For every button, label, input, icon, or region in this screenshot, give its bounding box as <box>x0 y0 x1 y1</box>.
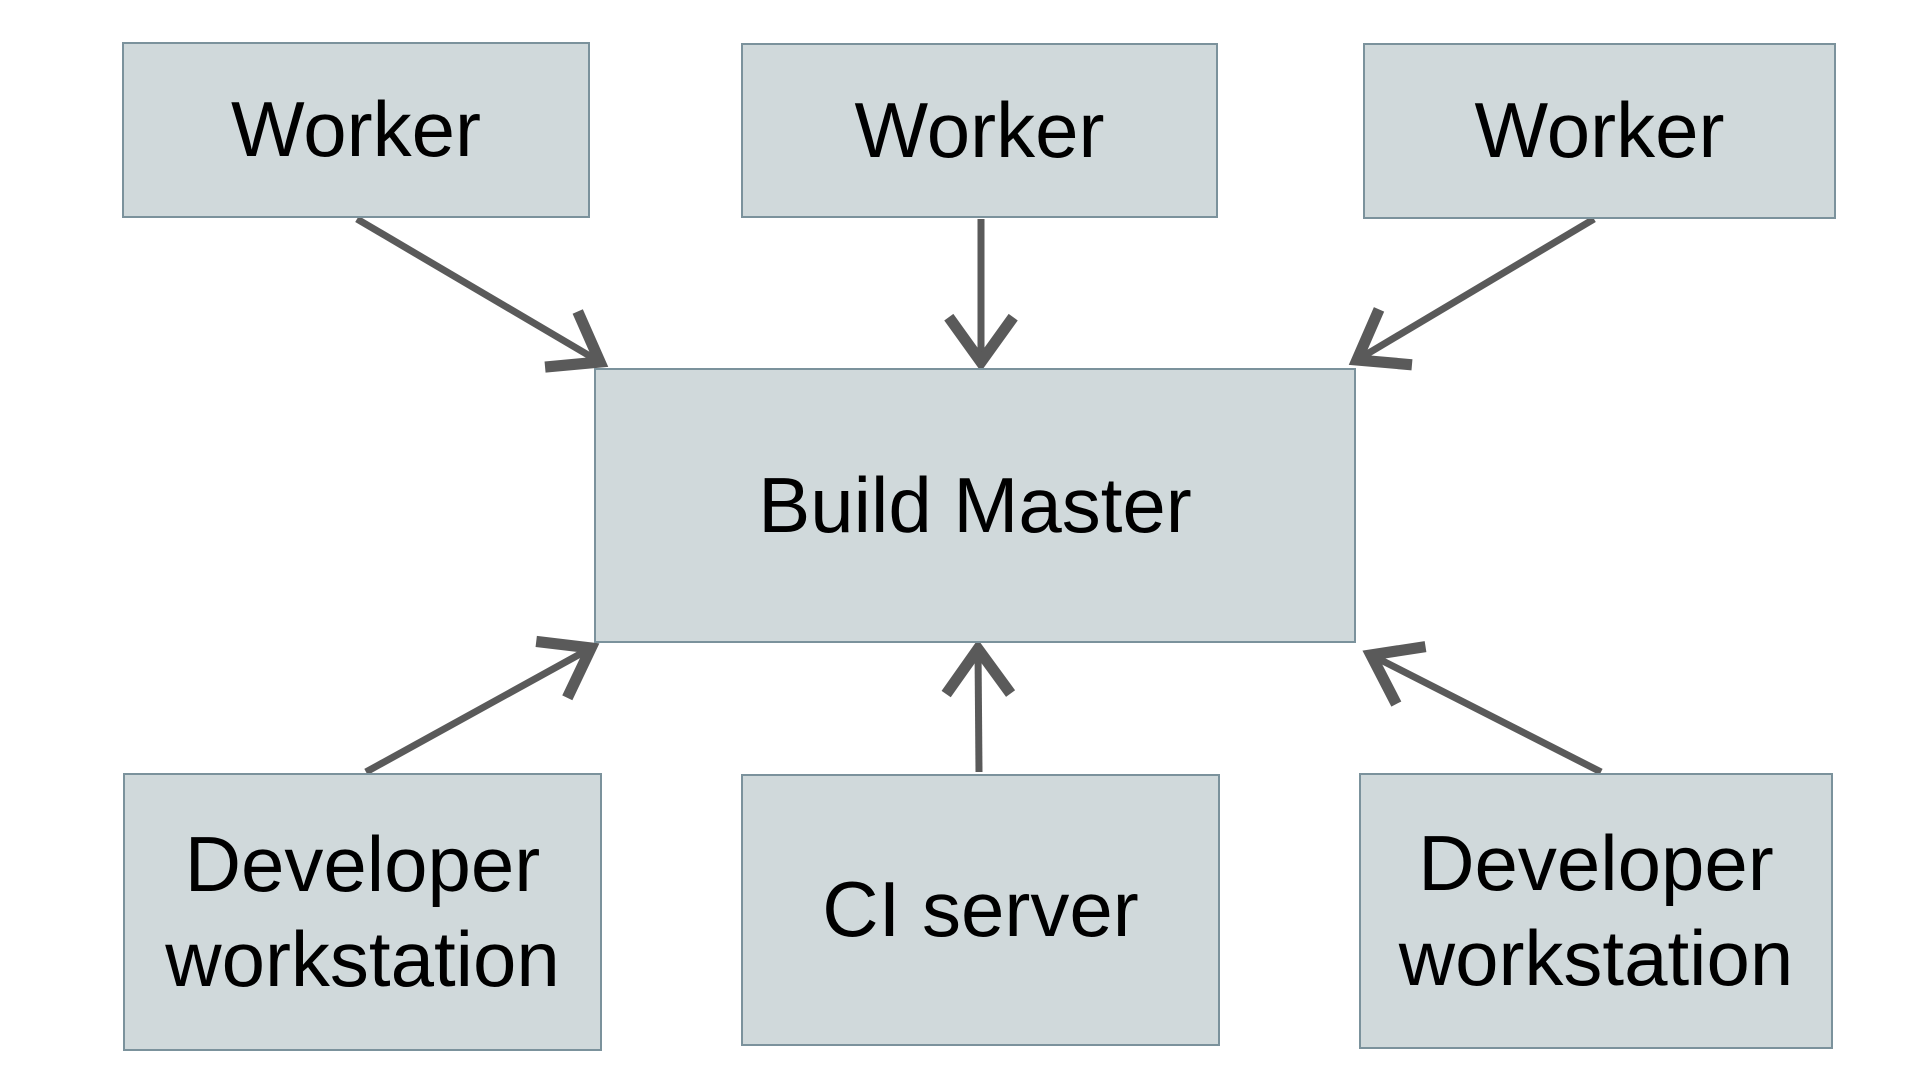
node-ci-server: CI server <box>741 774 1220 1046</box>
arrow-worker_left-to-build_master <box>355 215 609 373</box>
node-ci-server-label: CI server <box>822 865 1139 954</box>
node-worker-left: Worker <box>122 42 590 218</box>
node-worker-right-label: Worker <box>1474 86 1725 175</box>
node-build-master: Build Master <box>594 368 1356 643</box>
arrow-worker_right-to-build_master <box>1348 215 1596 371</box>
arrow-developer_workstation_right-to-build_master <box>1362 641 1603 776</box>
node-developer-workstation-left: Developer workstation <box>123 773 602 1051</box>
node-worker-left-label: Worker <box>231 85 481 174</box>
arrow-developer_workstation_left-to-build_master <box>364 635 600 776</box>
node-build-master-label: Build Master <box>758 460 1192 549</box>
node-developer-workstation-right: Developer workstation <box>1359 773 1833 1049</box>
node-developer-workstation-left-label: Developer workstation <box>165 819 560 1003</box>
node-worker-right: Worker <box>1363 43 1836 219</box>
node-worker-middle-label: Worker <box>854 85 1105 174</box>
arrow-ci_server-to-build_master <box>941 639 1016 773</box>
node-worker-middle: Worker <box>741 43 1218 218</box>
node-developer-workstation-right-label: Developer workstation <box>1398 818 1794 1002</box>
